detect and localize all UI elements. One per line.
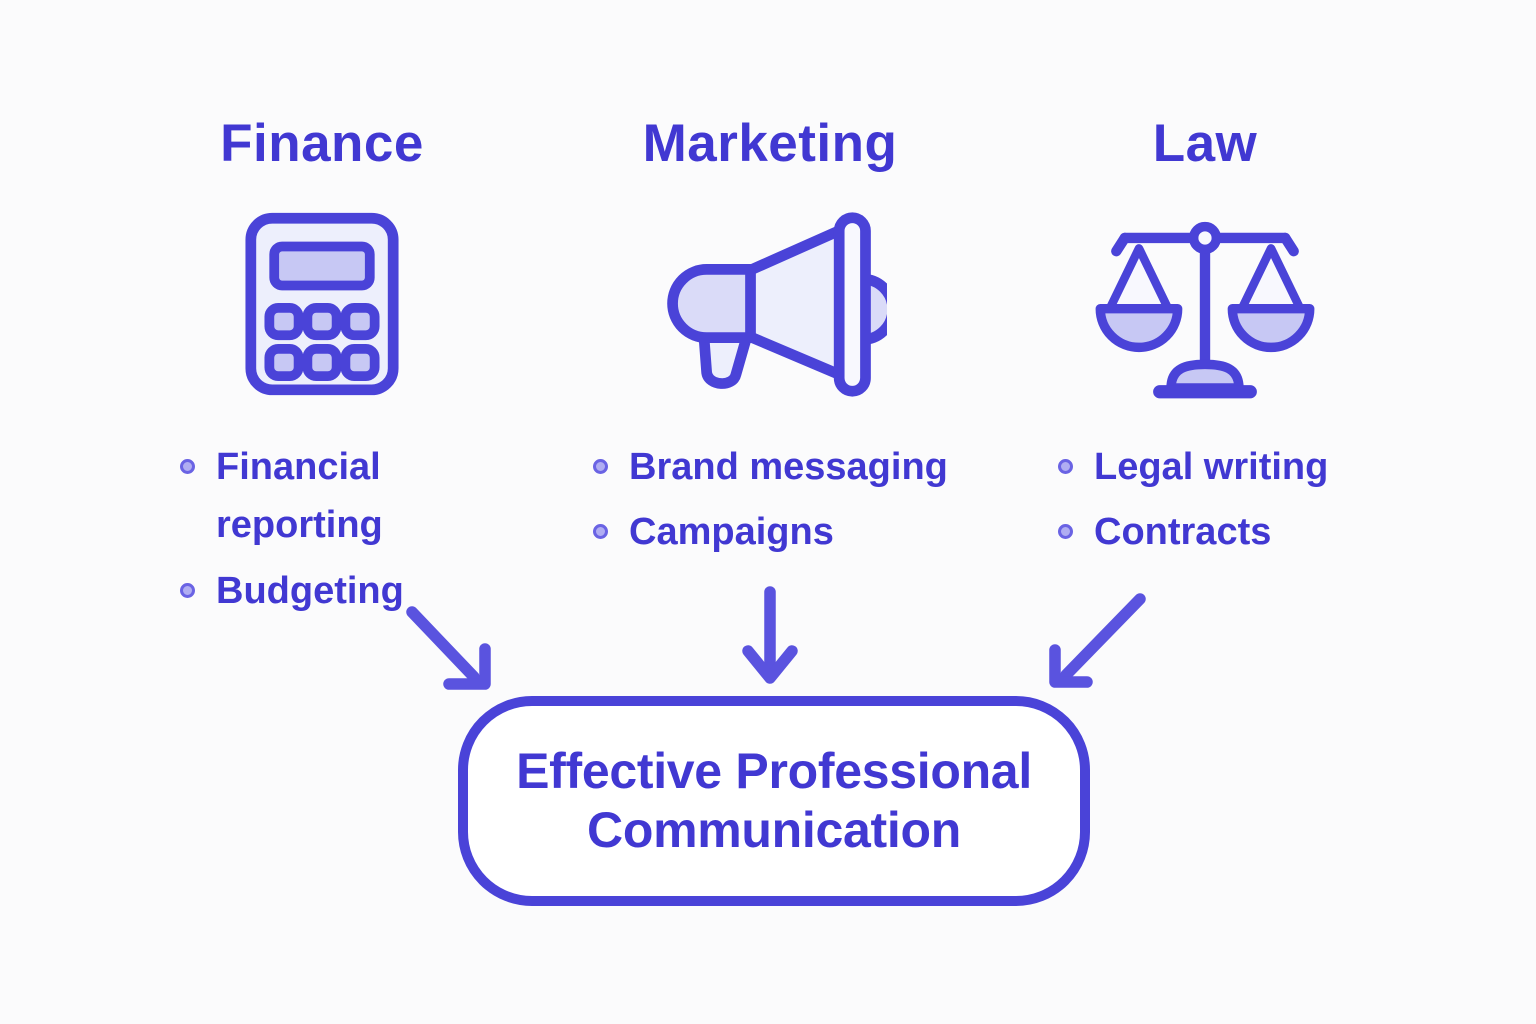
result-box-line-1: Effective Professional	[516, 743, 1032, 799]
marketing-arrow-icon	[742, 586, 798, 684]
finance-title: Finance	[220, 114, 424, 173]
law-column: Law Legal writing Contracts	[1018, 112, 1392, 569]
finance-bullet-list: Financial reporting Budgeting	[140, 438, 504, 621]
calculator-icon	[245, 212, 399, 395]
marketing-bullet-1: Brand messaging	[593, 438, 987, 497]
finance-bullet-2: Budgeting	[180, 562, 504, 621]
marketing-column: Marketing Brand messaging Campaigns	[553, 112, 987, 569]
law-bullet-2: Contracts	[1058, 503, 1392, 562]
law-arrow-icon	[1049, 593, 1146, 688]
finance-bullet-1: Financial reporting	[180, 438, 504, 555]
law-title: Law	[1152, 114, 1258, 173]
marketing-icon-wrap	[553, 206, 987, 402]
marketing-title: Marketing	[642, 114, 898, 173]
scales-icon	[1095, 221, 1315, 398]
megaphone-icon	[667, 212, 887, 397]
law-bullet-1: Legal writing	[1058, 438, 1392, 497]
finance-icon-wrap	[140, 206, 504, 402]
law-bullet-list: Legal writing Contracts	[1018, 438, 1392, 562]
result-box: Effective Professional Communication	[458, 696, 1090, 906]
result-box-line-2: Communication	[587, 802, 961, 858]
finance-column: Finance Financial reporting Budgeting	[140, 112, 504, 627]
marketing-bullet-2: Campaigns	[593, 503, 987, 562]
law-icon-wrap	[1018, 206, 1392, 402]
marketing-bullet-list: Brand messaging Campaigns	[553, 438, 987, 562]
